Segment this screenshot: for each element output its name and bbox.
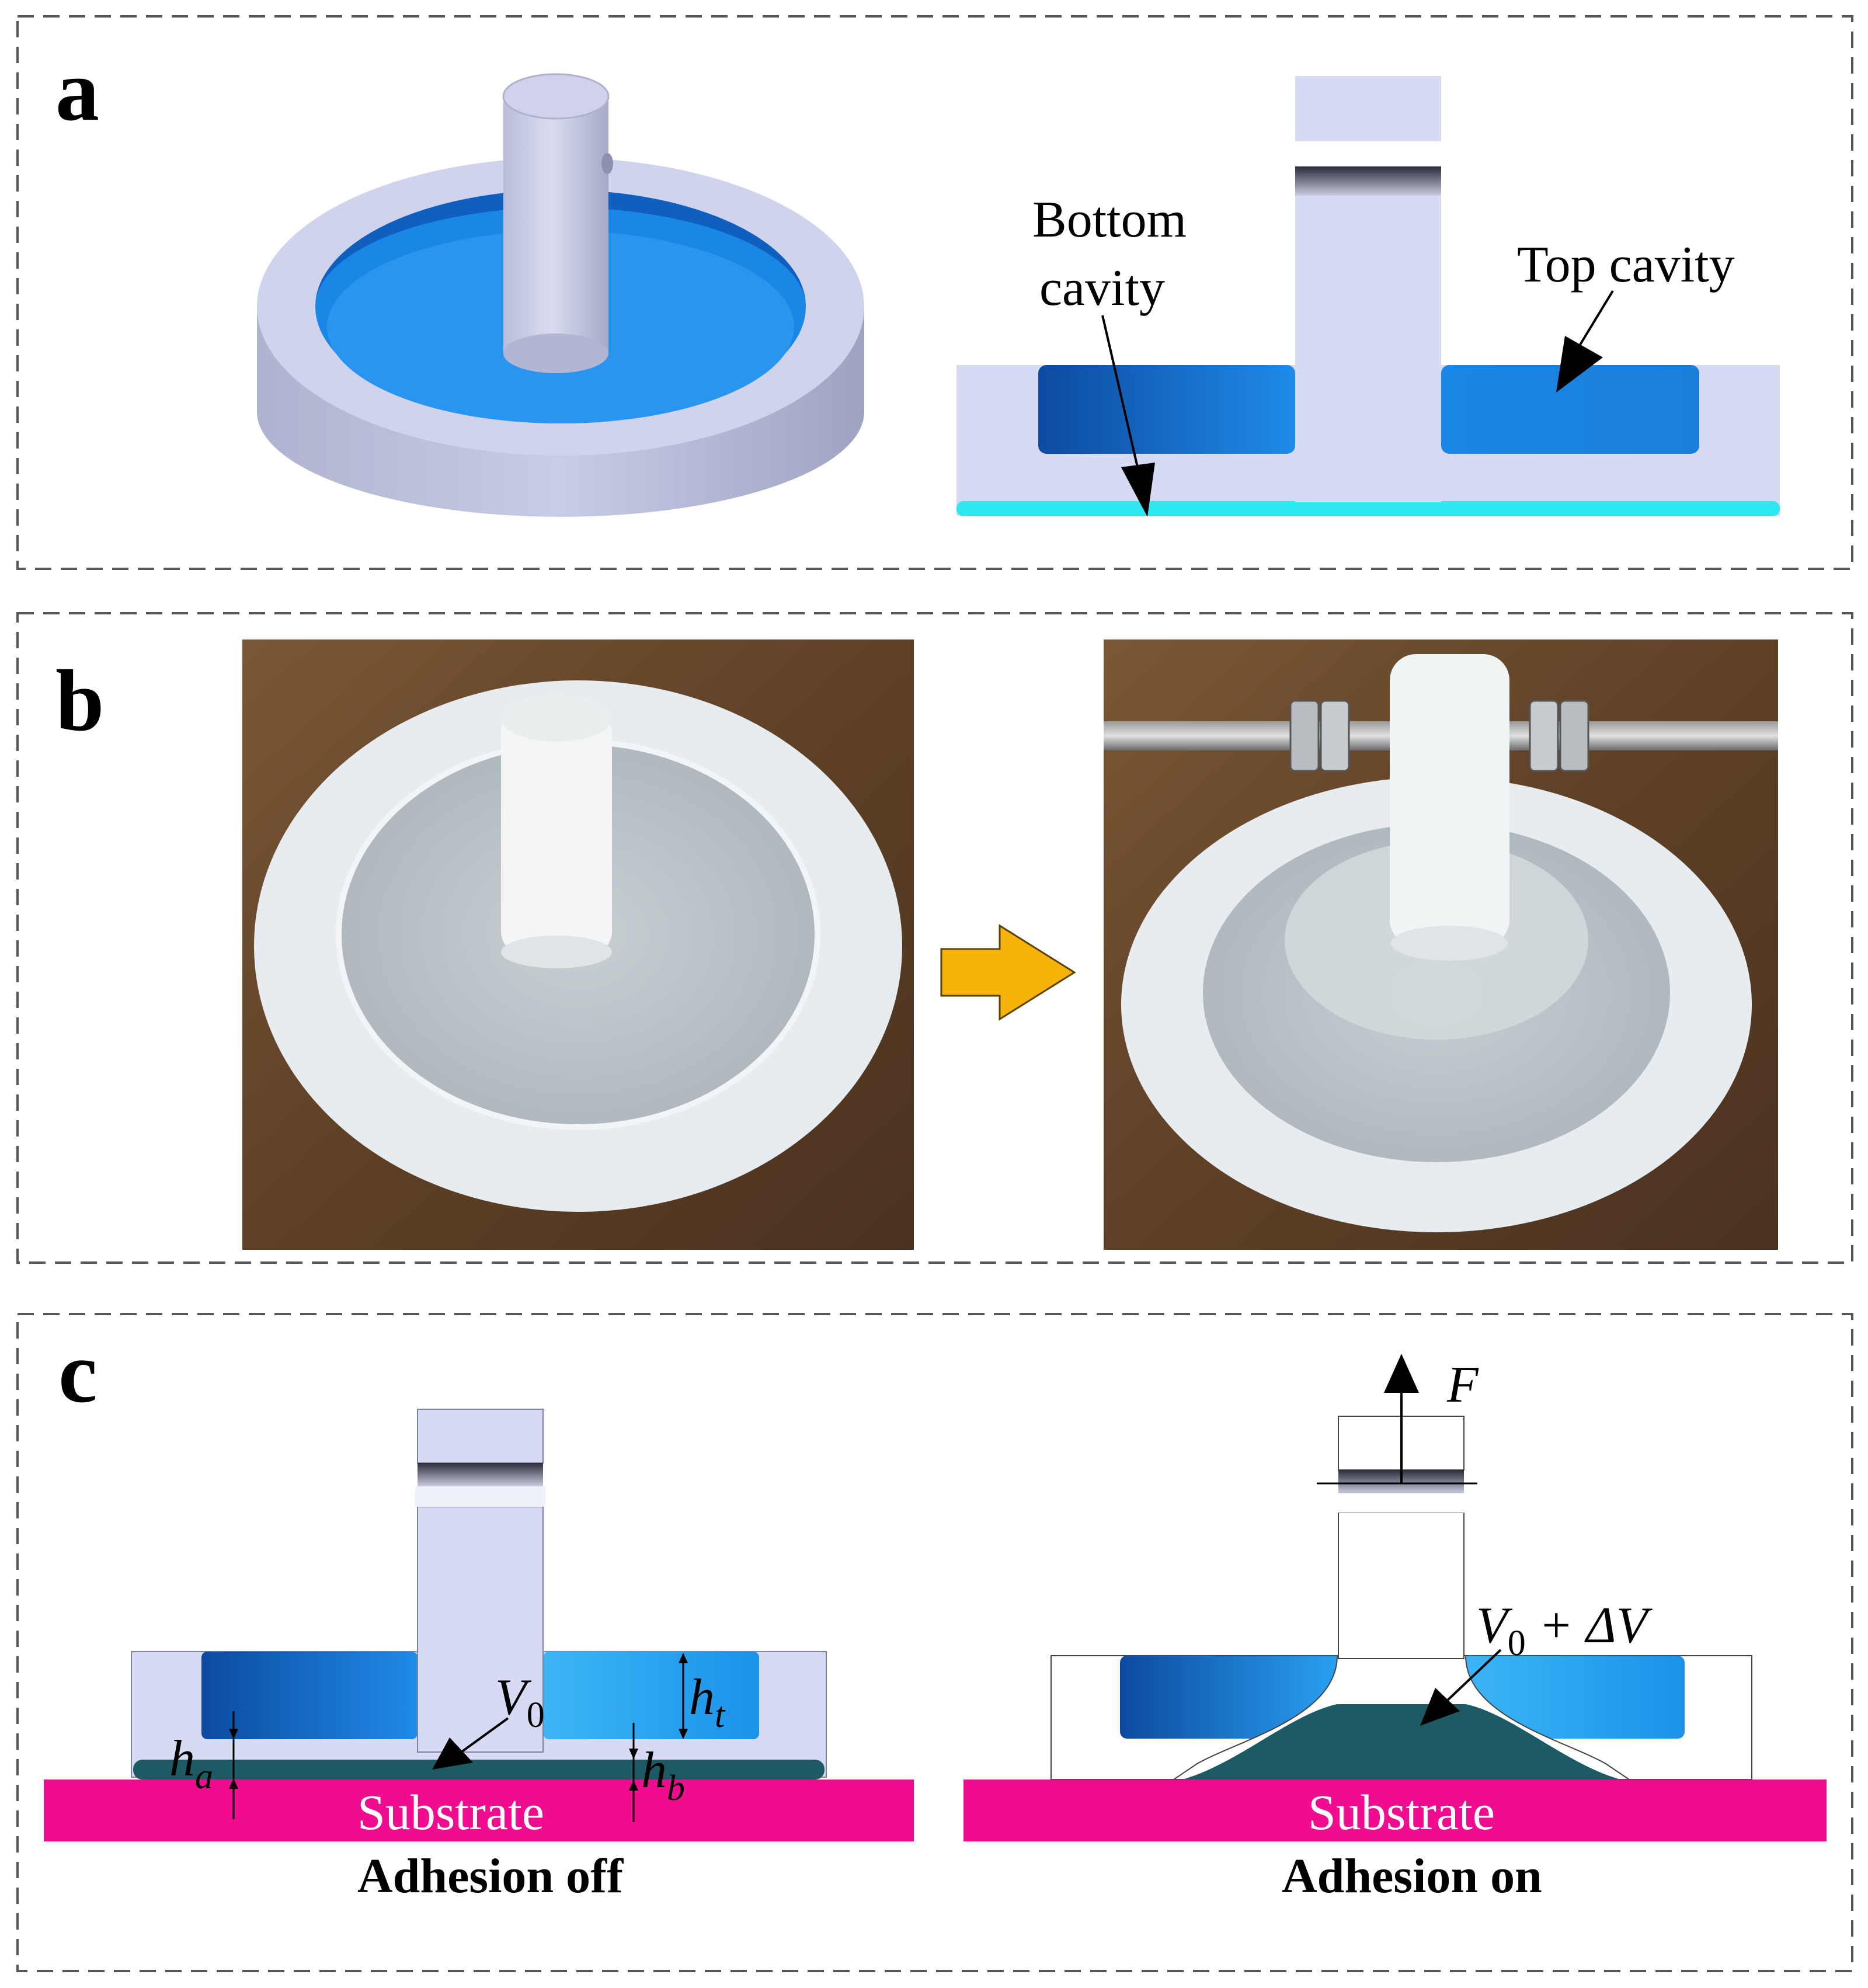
off-pillar-cap — [417, 1409, 544, 1464]
off-pillar-gap — [415, 1486, 545, 1507]
off-ht-sub: t — [715, 1695, 726, 1735]
off-pillar-notch — [418, 1463, 543, 1486]
off-cavity-right — [543, 1652, 759, 1739]
pillar-body — [503, 96, 608, 353]
off-hb-sub: b — [667, 1768, 685, 1808]
off-ht-arrow-bottom — [679, 1729, 688, 1739]
photo-before — [242, 640, 914, 1250]
off-ht-h: h — [689, 1669, 715, 1726]
ring-device-3d — [257, 73, 864, 517]
section-pillar — [1295, 175, 1441, 502]
bottom-cavity-arrowhead — [1121, 463, 1155, 517]
photo-after-nut-left1 — [1289, 700, 1320, 772]
on-volume-label: V0 + ΔV — [1476, 1597, 1653, 1663]
off-hb-arrow-bottom — [629, 1780, 638, 1791]
photo-after — [1104, 640, 1778, 1250]
top-cavity-arrowhead — [1556, 336, 1603, 392]
off-hb-arrow-top — [629, 1749, 638, 1759]
on-volume-arrowhead — [1420, 1688, 1460, 1726]
on-substrate — [963, 1780, 1827, 1841]
off-volume-subscript: 0 — [527, 1695, 545, 1735]
off-ha-h: h — [169, 1730, 195, 1787]
on-cavity-left — [1120, 1656, 1342, 1739]
diagram-adhesion-on: F Substrate Adhesion on V0 + ΔV — [963, 1354, 1827, 1903]
panel-a-frame — [16, 15, 1853, 570]
on-volume-symbol: V — [1476, 1597, 1513, 1654]
on-force-label: F — [1446, 1357, 1479, 1413]
photo-before-pillar-base — [501, 936, 612, 968]
off-hb-h: h — [641, 1742, 667, 1799]
photo-after-nut-right2 — [1559, 700, 1589, 772]
pillar-bottom — [503, 333, 608, 373]
photo-before-pillar-top — [501, 695, 612, 742]
section-pillar-notch — [1295, 166, 1441, 196]
off-volume-arrowhead — [432, 1737, 473, 1770]
diagram-adhesion-off: Substrate Adhesion off V0 ht ha — [44, 1409, 914, 1903]
photo-before-pillar — [501, 710, 612, 955]
bottom-cavity-label-line2: cavity — [1039, 260, 1165, 317]
panel-b: b — [16, 612, 1853, 1264]
section-pillar-gap — [1290, 141, 1446, 166]
off-substrate-label: Substrate — [357, 1784, 544, 1840]
off-ht-label: ht — [689, 1669, 726, 1735]
section-cavity-left — [1038, 365, 1295, 454]
panel-c-letter: c — [58, 1324, 98, 1421]
panel-c: c Substrate Adhesion off V0 — [16, 1313, 1853, 1972]
on-cavity-right — [1463, 1656, 1685, 1739]
off-substrate — [44, 1780, 914, 1841]
up-arrow-icon — [1384, 1354, 1419, 1393]
bottom-cavity-pointer — [1101, 315, 1143, 485]
off-adhesive-film — [133, 1760, 825, 1780]
off-volume-symbol: V — [495, 1669, 532, 1726]
right-arrow-icon — [940, 924, 1076, 1021]
panel-b-frame — [16, 612, 1853, 1264]
on-caption: Adhesion on — [1282, 1849, 1542, 1903]
off-volume-label: V0 — [495, 1669, 545, 1735]
ring-inner-wall-shadow — [315, 190, 806, 307]
top-cavity-label: Top cavity — [1517, 237, 1735, 293]
on-volume-pointer — [1444, 1649, 1502, 1704]
section-pillar-cap — [1295, 76, 1441, 141]
on-pillar-gap — [1336, 1493, 1466, 1513]
off-ha-arrow-bottom — [229, 1778, 238, 1789]
off-caption: Adhesion off — [357, 1849, 624, 1903]
panel-c-frame — [16, 1313, 1853, 1972]
off-volume-pointer — [460, 1717, 509, 1753]
panel-b-letter: b — [55, 652, 104, 749]
bottom-cavity-label-line1: Bottom — [1032, 192, 1187, 248]
on-volume-subscript: 0 — [1508, 1624, 1526, 1663]
off-ha-label: ha — [169, 1730, 213, 1796]
on-substrate-label: Substrate — [1308, 1784, 1495, 1840]
photo-after-pillar — [1390, 654, 1509, 946]
section-bottom-film — [956, 501, 1780, 516]
section-cavity-right — [1441, 365, 1699, 454]
off-ha-arrow-top — [229, 1729, 238, 1739]
off-pillar — [417, 1506, 544, 1753]
photo-after-nut-left2 — [1320, 700, 1350, 772]
on-pillar — [1338, 1512, 1465, 1659]
off-cavity-left — [201, 1652, 418, 1739]
photo-after-nut-right1 — [1529, 700, 1559, 772]
panel-a-letter: a — [55, 42, 99, 139]
panel-a: a Bottom cavity Top cavity — [16, 15, 1853, 570]
pillar-hole — [601, 153, 613, 174]
on-volume-increment: + ΔV — [1526, 1597, 1653, 1654]
off-ha-sub: a — [195, 1757, 213, 1796]
cross-section-a — [956, 76, 1780, 516]
on-adhesive-bulge — [1182, 1704, 1620, 1780]
off-hb-label: hb — [641, 1742, 685, 1808]
top-cavity-pointer — [1575, 290, 1614, 352]
pillar-top — [502, 73, 610, 120]
off-ht-arrow-top — [679, 1653, 688, 1663]
photo-after-pillar-base — [1391, 926, 1508, 961]
